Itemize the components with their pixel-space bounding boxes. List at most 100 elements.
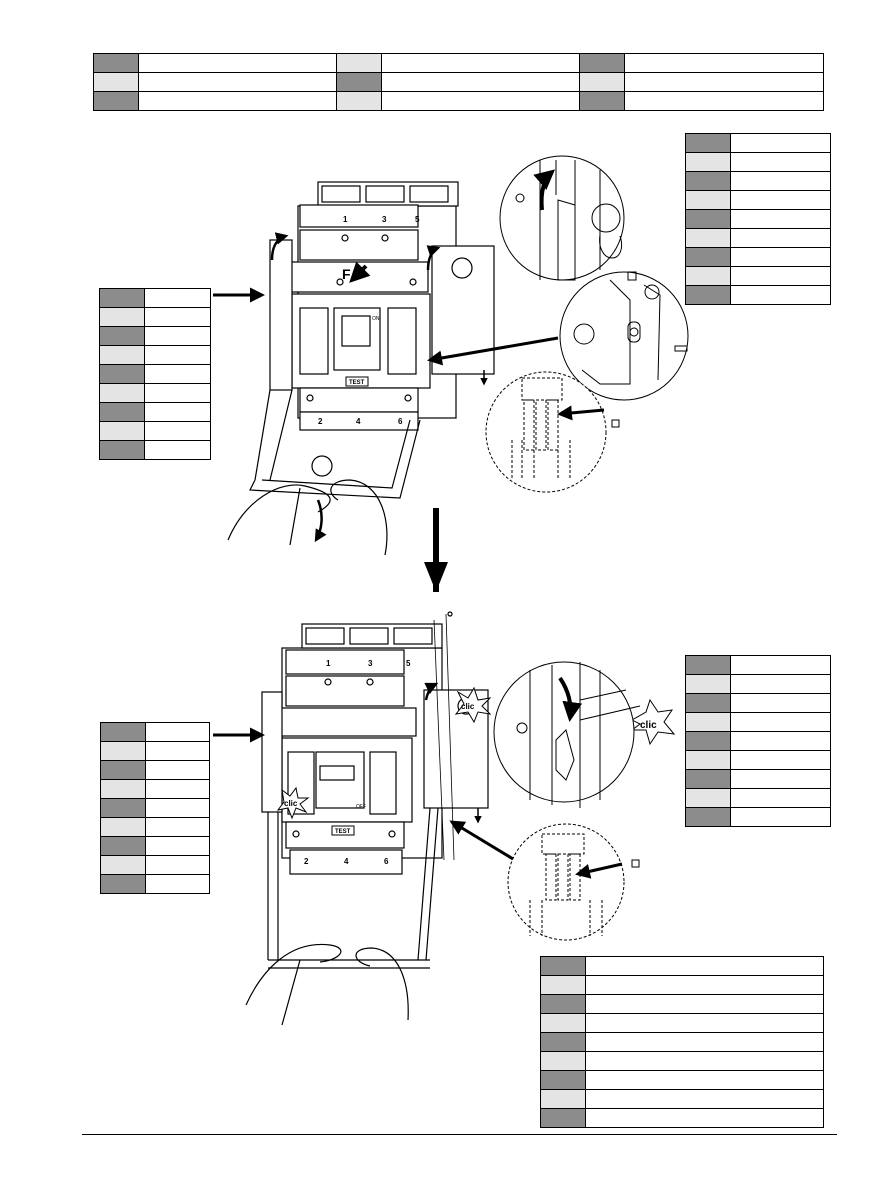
bottom-terminal-6: 6 (398, 417, 403, 426)
legend-swatch (540, 1070, 586, 1090)
detail-marker (674, 345, 688, 352)
rotate-arrow-icon (270, 232, 289, 261)
rotate-arrow-icon (558, 676, 583, 722)
footer-rule (82, 1134, 837, 1135)
clic-label: clic (284, 799, 298, 808)
table-row (100, 779, 210, 799)
table-row (540, 1032, 824, 1052)
left-top-legend-table (99, 288, 211, 460)
legend-swatch (685, 674, 731, 694)
rotate-arrow-icon (533, 169, 556, 211)
legend-swatch (685, 266, 731, 286)
top-breaker-drawing (227, 181, 495, 556)
bottom-terminal-2: 2 (318, 417, 323, 426)
padlock-icon (627, 271, 637, 281)
legend-cell (585, 1108, 824, 1128)
legend-swatch (99, 326, 145, 346)
legend-cell (730, 285, 831, 305)
legend-swatch (99, 345, 145, 365)
table-row (100, 817, 210, 837)
table-row (540, 1070, 824, 1090)
table-row (685, 807, 831, 827)
table-row (540, 1089, 824, 1109)
legend-cell (138, 53, 337, 73)
top-terminal-5: 5 (406, 659, 411, 668)
off-label: OFF (356, 804, 366, 810)
legend-swatch (99, 288, 145, 308)
legend-cell (730, 731, 831, 751)
legend-swatch (685, 807, 731, 827)
table-row (100, 798, 210, 818)
table-row (93, 53, 824, 73)
table-row (685, 655, 831, 675)
legend-swatch (336, 91, 382, 111)
bottom-terminal-6: 6 (384, 857, 389, 866)
bottom-terminal-4: 4 (344, 857, 349, 866)
legend-cell (145, 798, 210, 818)
table-row (540, 1013, 824, 1033)
legend-swatch (100, 722, 146, 742)
table-row (99, 402, 211, 422)
legend-cell (730, 769, 831, 789)
table-row (685, 266, 831, 286)
legend-cell (144, 345, 211, 365)
legend-swatch (540, 1089, 586, 1109)
legend-cell (730, 807, 831, 827)
legend-swatch (540, 975, 586, 995)
clic-burst-icon: clic (454, 686, 492, 724)
table-row (100, 855, 210, 875)
legend-cell (585, 975, 824, 995)
legend-swatch (336, 53, 382, 73)
clic-label: clic (640, 720, 657, 731)
table-row (99, 383, 211, 403)
force-arrow-icon (349, 261, 371, 283)
legend-swatch (685, 655, 731, 675)
legend-cell (138, 72, 337, 92)
legend-swatch (100, 817, 146, 837)
test-button-top (345, 376, 369, 387)
legend-swatch (685, 731, 731, 751)
detail-circle-middle (559, 271, 689, 401)
clic-label: clic (461, 702, 475, 711)
table-row (99, 288, 211, 308)
legend-cell (624, 91, 824, 111)
legend-cell (585, 1013, 824, 1033)
detail-circle-bottom (507, 823, 625, 941)
legend-swatch (685, 228, 731, 248)
legend-swatch (540, 1013, 586, 1033)
legend-cell (730, 788, 831, 808)
rotate-arrow-icon (426, 245, 441, 271)
force-label: F (342, 266, 351, 282)
legend-cell (730, 712, 831, 732)
top-terminal-5: 5 (415, 215, 420, 224)
legend-cell (144, 440, 211, 460)
legend-swatch (99, 307, 145, 327)
legend-cell (145, 779, 210, 799)
legend-cell (144, 383, 211, 403)
legend-swatch (93, 91, 139, 111)
legend-cell (381, 72, 580, 92)
table-row (540, 994, 824, 1014)
legend-cell (624, 53, 824, 73)
legend-swatch (100, 741, 146, 761)
top-terminal-1: 1 (343, 215, 348, 224)
legend-cell (730, 133, 831, 153)
table-row (685, 171, 831, 191)
table-row (99, 307, 211, 327)
test-button-bottom (331, 825, 355, 836)
detail-circle-top (499, 155, 625, 281)
top-terminal-1: 1 (326, 659, 331, 668)
legend-cell (138, 91, 337, 111)
legend-cell (381, 91, 580, 111)
table-row (685, 209, 831, 229)
table-row (99, 326, 211, 346)
table-row (99, 421, 211, 441)
legend-swatch (685, 190, 731, 210)
table-row (540, 1108, 824, 1128)
rotate-arrow-icon (424, 682, 439, 701)
table-row (100, 874, 210, 894)
step-down-arrow-head-icon (424, 562, 448, 592)
legend-swatch (685, 285, 731, 305)
table-row (93, 72, 824, 92)
table-row (685, 285, 831, 305)
